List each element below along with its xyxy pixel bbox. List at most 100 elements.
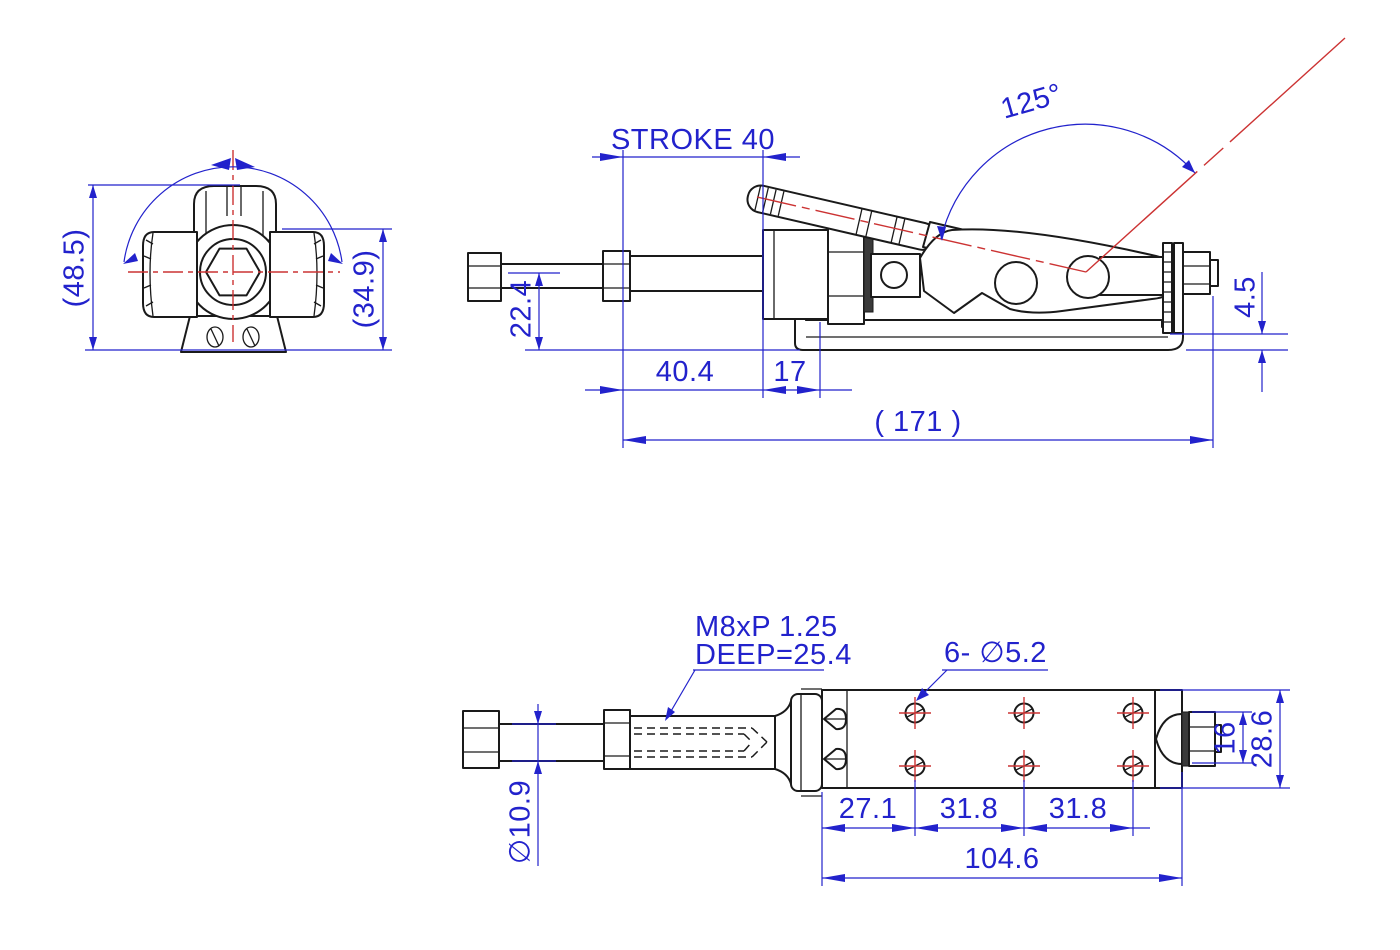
callout-thread-line1: M8xP 1.25 — [695, 611, 838, 643]
dim-109-text: ∅10.9 — [505, 780, 537, 864]
dim-286-arrow-bottom — [1276, 775, 1284, 788]
side-spindle-head — [467, 252, 502, 302]
dim-17-text: 17 — [773, 356, 806, 388]
side-end-flange2 — [1173, 242, 1184, 334]
dim-1046-text: 104.6 — [964, 843, 1039, 875]
side-angle-arrow-left — [937, 226, 946, 241]
front-rotation-arrow-apex-right — [235, 158, 255, 170]
bottom-end-stub — [1214, 724, 1222, 753]
dim-stroke-arrow-left — [600, 153, 623, 161]
bottom-spindle-head — [462, 710, 500, 769]
dim-404-arrow-left — [600, 386, 623, 394]
front-bushing-left-knurl — [143, 239, 154, 307]
dim-271-arrow-right — [892, 824, 915, 832]
dim-stroke-arrow-right — [763, 153, 786, 161]
front-screw-right — [242, 326, 260, 348]
dim-16-text: 16 — [1210, 721, 1242, 754]
dim-318a-text: 31.8 — [940, 793, 998, 825]
dim-271-arrow-left — [822, 824, 845, 832]
bottom-body — [821, 689, 1156, 789]
dim-1046-arrow-right — [1159, 874, 1182, 882]
bottom-hole-centermarks — [899, 697, 1149, 782]
front-screw-right-slot — [246, 328, 256, 347]
front-screw-left — [206, 326, 224, 348]
dim-224-text: 22.4 — [506, 280, 538, 338]
bottom-plunger-shaft — [629, 715, 776, 770]
bottom-washer — [1181, 711, 1190, 767]
dim-318a-arrow-left — [915, 824, 938, 832]
dim-318b-arrow-left — [1024, 824, 1047, 832]
side-open-position-line — [1085, 37, 1346, 273]
side-plunger-shaft — [629, 255, 764, 292]
front-rotation-arrow-left — [123, 253, 138, 264]
side-rod-eye-bar — [1099, 256, 1166, 296]
dim-17-arrow-right — [797, 386, 820, 394]
front-bushing-left — [142, 231, 198, 318]
side-spindle-nut — [602, 250, 631, 302]
dim-front-height-text: (48.5) — [59, 229, 91, 308]
dim-48-arrow-bottom — [89, 337, 97, 350]
bottom-barrel — [790, 693, 823, 792]
front-bushing-left-cap — [149, 232, 154, 317]
dim-271-text: 27.1 — [839, 793, 897, 825]
dim-171-arrow-right — [1190, 436, 1213, 444]
bottom-neck-bottom — [774, 768, 792, 785]
side-handle-grip — [746, 184, 937, 251]
dim-171-arrow-left — [623, 436, 646, 444]
side-angle-arrow-right — [1182, 160, 1195, 173]
dim-286-arrow-top — [1276, 690, 1284, 703]
side-link-hole — [994, 261, 1038, 305]
front-rotation-arrow-apex-left — [211, 158, 231, 170]
callout-thread-line2: DEEP=25.4 — [695, 639, 852, 671]
front-screw-left-slot — [210, 328, 220, 347]
side-pivot-hole — [1066, 255, 1110, 299]
dim-16-arrow-bottom — [1239, 750, 1247, 763]
dim-45-text: 4.5 — [1230, 276, 1262, 318]
front-bushing-right-knurl — [313, 239, 324, 307]
dim-stroke-text: STROKE 40 — [611, 124, 775, 156]
bottom-view: M8xP 1.25 DEEP=25.4 6- ∅5.2 ∅10.9 27.1 3… — [462, 611, 1290, 886]
dim-34-arrow-bottom — [379, 337, 387, 350]
callout-holes-text: 6- ∅5.2 — [944, 637, 1047, 669]
dim-34-arrow-top — [379, 229, 387, 242]
dim-286-text: 28.6 — [1247, 710, 1279, 768]
front-rotation-arc — [123, 166, 343, 263]
side-handle-centerline — [756, 196, 1087, 273]
dim-front-boss-text: (34.9) — [349, 250, 381, 329]
dim-318b-text: 31.8 — [1049, 793, 1107, 825]
front-bushing-right-cap — [313, 232, 318, 317]
dim-224-arrow-top — [535, 273, 543, 286]
dim-404-arrow-right — [763, 386, 786, 394]
dim-318b-arrow-right — [1110, 824, 1133, 832]
dim-angle-text: 125° — [997, 78, 1065, 126]
callout-thread-arrow — [665, 707, 675, 721]
dim-45-arrow-bottom — [1258, 350, 1266, 363]
side-end-nut — [1182, 251, 1211, 295]
dim-109-arrow-top — [534, 711, 542, 724]
bottom-neck-top — [774, 700, 792, 717]
front-bushing-right — [269, 231, 325, 318]
dim-1046-arrow-left — [822, 874, 845, 882]
front-rotation-arrow-right — [328, 253, 343, 264]
dim-224-arrow-bottom — [535, 337, 543, 350]
dim-48-arrow-top — [89, 185, 97, 198]
side-end-flange1 — [1162, 242, 1173, 334]
side-view: 125° STROKE 40 22.4 40.4 17 ( 171 ) — [467, 37, 1346, 448]
bottom-spindle-rod — [498, 723, 605, 762]
bottom-hidden-thread — [634, 727, 768, 758]
side-end-stub — [1209, 259, 1219, 287]
side-angle-arc — [940, 123, 1196, 240]
dim-318a-arrow-right — [1001, 824, 1024, 832]
front-view: (48.5) (34.9) — [59, 150, 392, 353]
dim-45-arrow-top — [1258, 321, 1266, 334]
side-mount-nut — [827, 223, 865, 325]
dim-171-text: ( 171 ) — [874, 406, 961, 438]
side-clevis-hole — [880, 261, 908, 289]
callout-holes-arrow — [916, 688, 929, 701]
side-spindle-rod — [500, 263, 604, 289]
side-body-cylinder — [762, 229, 831, 320]
dim-404-text: 40.4 — [656, 356, 714, 388]
dim-16-arrow-top — [1239, 712, 1247, 725]
